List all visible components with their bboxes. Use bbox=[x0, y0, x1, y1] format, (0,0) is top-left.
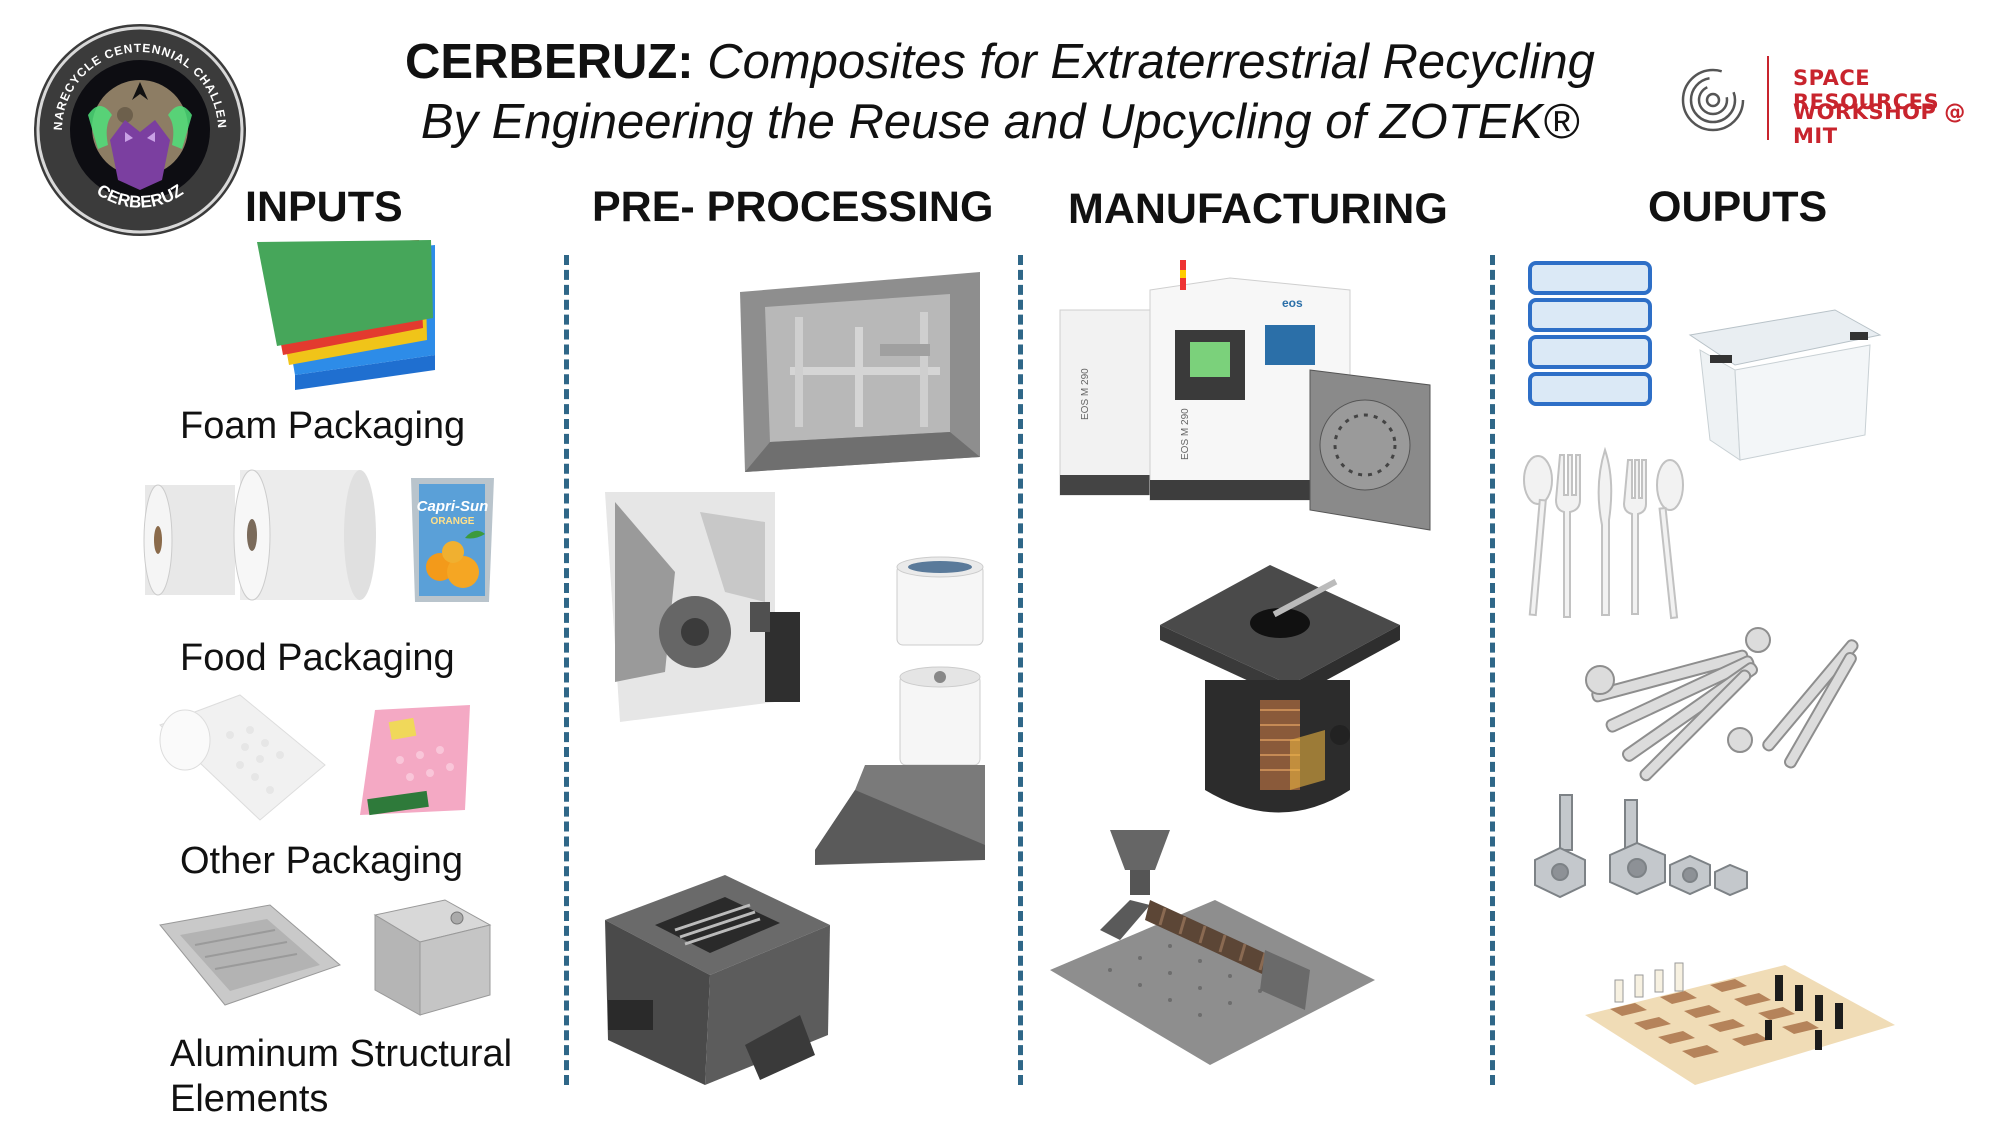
aluminum-tray-image bbox=[159, 904, 341, 1006]
caption-aluminum-2: Elements bbox=[170, 1078, 329, 1120]
wrench-set-image bbox=[1585, 627, 1859, 782]
heading-preprocessing: PRE- PROCESSING bbox=[592, 183, 994, 231]
filter-cartridge-image bbox=[896, 556, 984, 646]
aluminum-tank-image bbox=[373, 899, 492, 1016]
printer-label-left: EOS M 290 bbox=[1080, 368, 1091, 420]
pink-bubble-bag-image bbox=[360, 705, 470, 816]
stacked-containers-image bbox=[1528, 261, 1652, 406]
grinder-mill-image bbox=[815, 666, 985, 865]
pouch-brand: Capri-Sun bbox=[416, 498, 489, 515]
title-subtitle-part1: Composites for Extraterrestrial Recyclin… bbox=[693, 35, 1595, 89]
printer-label-right: EOS M 290 bbox=[1180, 408, 1191, 460]
partner-line-1: SPACE RESOURCES bbox=[1793, 66, 1940, 114]
heading-outputs: OUPUTS bbox=[1648, 183, 1828, 231]
column-divider-3 bbox=[1490, 255, 1495, 1085]
caption-other: Other Packaging bbox=[180, 840, 464, 882]
screw-extruder-image bbox=[1050, 830, 1375, 1065]
partner-logo: SPACE RESOURCES WORKSHOP @ MIT bbox=[1675, 56, 1985, 148]
title-brand: CERBERUZ: bbox=[405, 35, 694, 89]
shredder-cutaway-image bbox=[605, 492, 800, 722]
lunarecycle-logo: LUNARECYCLE CENTENNIAL CHALLENGE CERBERU… bbox=[25, 9, 250, 240]
partner-line-2: WORKSHOP @ MIT bbox=[1793, 100, 1966, 148]
bubble-wrap-image bbox=[159, 694, 326, 821]
bolts-nuts-image bbox=[1534, 794, 1748, 899]
pouch-flavor: ORANGE bbox=[430, 516, 475, 527]
title-line-1: CERBERUZ: Composites for Extraterrestria… bbox=[0, 34, 2000, 90]
shredder-box-image bbox=[605, 875, 830, 1085]
induction-furnace-image bbox=[1160, 565, 1400, 813]
column-divider-1 bbox=[564, 255, 569, 1085]
column-divider-2 bbox=[1018, 255, 1023, 1085]
foam-sheets-image bbox=[257, 240, 435, 390]
metal-3d-printer-image: EOS M 290 EOS M 290 eos bbox=[1059, 260, 1460, 540]
heading-manufacturing: MANUFACTURING bbox=[1068, 185, 1448, 233]
spiral-icon bbox=[1681, 68, 1745, 132]
caption-food: Food Packaging bbox=[180, 637, 455, 679]
title-line-2: By Engineering the Reuse and Upcycling o… bbox=[420, 95, 1580, 149]
printer-brand: eos bbox=[1282, 296, 1303, 310]
logo-badge-icon: LUNARECYCLE CENTENNIAL CHALLENGE CERBERU… bbox=[25, 9, 246, 236]
plastic-cutlery-image bbox=[1523, 446, 1684, 620]
film-rolls-image bbox=[143, 469, 376, 601]
caption-aluminum-1: Aluminum Structural bbox=[170, 1033, 513, 1075]
frame-enclosure-image bbox=[740, 272, 980, 472]
heading-inputs: INPUTS bbox=[245, 183, 403, 231]
caption-foam: Foam Packaging bbox=[180, 405, 466, 447]
storage-bin-image bbox=[1688, 309, 1882, 461]
juice-pouch-image: Capri-Sun ORANGE bbox=[405, 472, 500, 607]
chess-board-image bbox=[1585, 962, 1895, 1085]
partner-divider bbox=[1767, 56, 1769, 140]
